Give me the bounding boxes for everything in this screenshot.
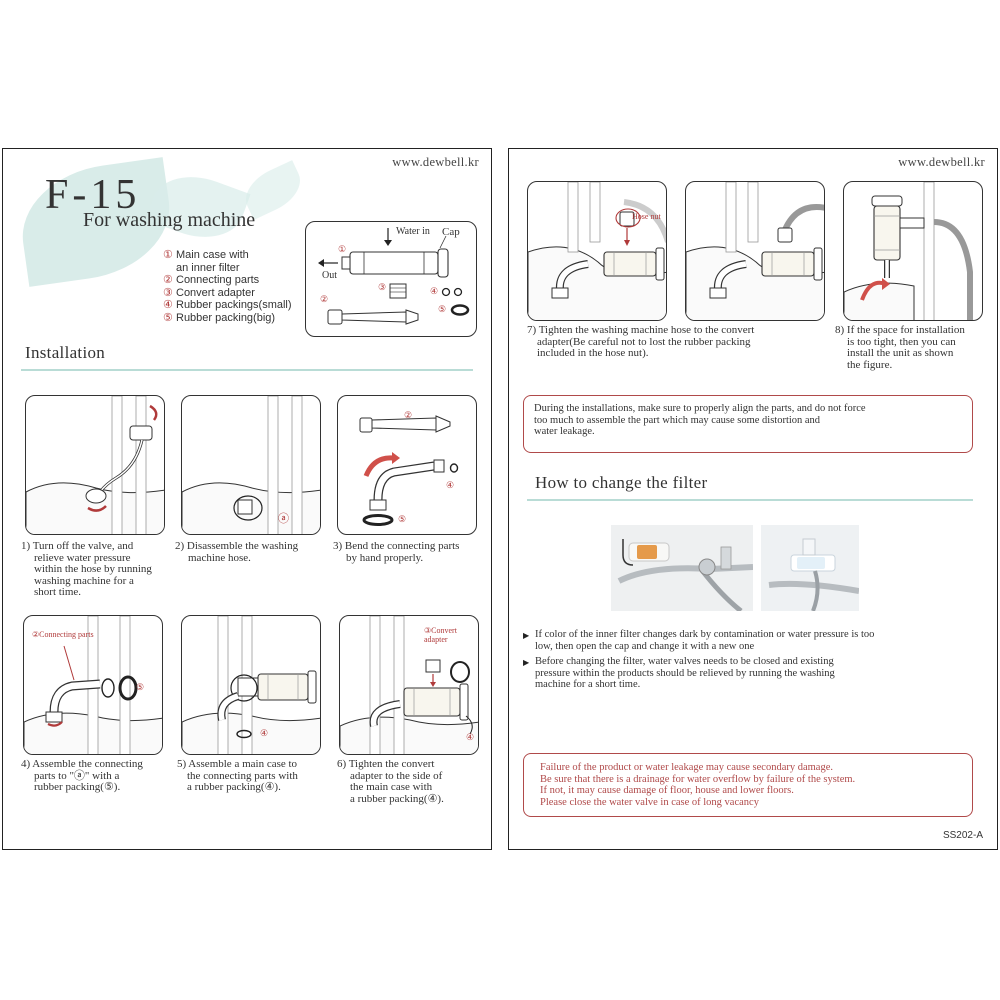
step-5-illustration: ④ bbox=[181, 615, 321, 755]
step-3-caption: 3) Bend the connecting parts by hand pro… bbox=[333, 540, 460, 564]
warning-notice: Failure of the product or water leakage … bbox=[523, 753, 973, 817]
product-code: F-15 bbox=[45, 172, 141, 218]
section-divider bbox=[21, 369, 473, 371]
water-in-label: Water in bbox=[396, 226, 430, 237]
part-number-4: ④ bbox=[446, 480, 455, 490]
step-4-illustration: ②Connecting parts ⑤ bbox=[23, 615, 163, 755]
parts-diagram-drawing bbox=[318, 228, 470, 325]
parts-diagram: Water in Cap Out ① ② ③ ④ ⑤ bbox=[305, 221, 477, 337]
part-number-5: ⑤ bbox=[398, 514, 407, 524]
part-label: Rubber packings(small) bbox=[176, 299, 292, 311]
part-number: ② bbox=[163, 274, 173, 286]
website-url[interactable]: www.dewbell.kr bbox=[392, 155, 479, 169]
part-label: Connecting parts bbox=[176, 274, 260, 286]
cap-label: Cap bbox=[442, 226, 460, 238]
part-number: ① bbox=[163, 249, 173, 261]
list-item: ▶ Before changing the filter, water valv… bbox=[523, 656, 835, 690]
step-1-illustration bbox=[25, 395, 165, 535]
step-7-illustration-a: Hose nut bbox=[527, 181, 667, 321]
part-number: ③ bbox=[163, 286, 173, 299]
part-number-5: ⑤ bbox=[136, 682, 145, 692]
bullet-arrow-icon: ▶ bbox=[523, 631, 530, 640]
step-8-illustration bbox=[843, 181, 983, 321]
bullet-arrow-icon: ▶ bbox=[523, 658, 530, 667]
part-number-3: ③ bbox=[378, 282, 387, 292]
change-filter-title: How to change the filter bbox=[535, 473, 708, 492]
step-2-illustration: ⓐ bbox=[181, 395, 321, 535]
step-2-caption: 2) Disassemble the washing machine hose. bbox=[175, 540, 299, 564]
filter-photo-closeup bbox=[761, 525, 859, 611]
list-item: ▶ If color of the inner filter changes d… bbox=[523, 629, 875, 652]
part-number-4: ④ bbox=[466, 732, 475, 742]
step-4-caption: 4) Assemble the connecting parts to "ⓐ" … bbox=[21, 758, 143, 793]
document-code: SS202-A bbox=[942, 830, 983, 841]
part-number-5: ⑤ bbox=[438, 304, 447, 314]
instruction-page-left: www.dewbell.kr F-15 For washing machine … bbox=[2, 148, 492, 850]
part-label: Rubber packing(big) bbox=[176, 311, 276, 324]
step-6-illustration: ③Convert adapter ④ bbox=[339, 615, 479, 755]
part-number-1: ① bbox=[338, 244, 347, 254]
instruction-page-right: www.dewbell.kr Hose nut bbox=[508, 148, 998, 850]
website-url[interactable]: www.dewbell.kr bbox=[898, 155, 985, 169]
step-7-illustration-b bbox=[685, 181, 825, 321]
filter-change-instructions: ▶ If color of the inner filter changes d… bbox=[523, 629, 983, 695]
hose-nut-label: Hose nut bbox=[632, 212, 661, 221]
parts-list-item: an inner filter bbox=[163, 262, 292, 275]
part-label: Convert adapter bbox=[176, 286, 255, 299]
part-label: Main case with bbox=[176, 249, 249, 261]
out-label: Out bbox=[322, 270, 337, 281]
part-number-4: ④ bbox=[260, 728, 269, 738]
part-number-2: ② bbox=[404, 410, 413, 420]
part-number-4: ④ bbox=[430, 286, 439, 296]
marker-a: ⓐ bbox=[278, 513, 289, 525]
step-3-illustration: ② ④ ⑤ bbox=[337, 395, 477, 535]
step-8-caption: 8) If the space for installation is too … bbox=[835, 324, 965, 371]
step-1-caption: 1) Turn off the valve, and relieve water… bbox=[21, 540, 152, 598]
section-divider bbox=[527, 499, 973, 501]
convert-adapter-label: ③Convert adapter bbox=[424, 626, 457, 644]
part-number: ⑤ bbox=[163, 311, 173, 324]
part-number-2: ② bbox=[320, 294, 329, 304]
part-label: an inner filter bbox=[176, 261, 240, 274]
connecting-parts-label: ②Connecting parts bbox=[32, 630, 94, 639]
product-subtitle: For washing machine bbox=[83, 209, 256, 231]
step-7-caption: 7) Tighten the washing machine hose to t… bbox=[527, 324, 755, 359]
step-5-caption: 5) Assemble a main case to the connectin… bbox=[177, 758, 298, 793]
installation-title: Installation bbox=[25, 343, 106, 362]
step-6-caption: 6) Tighten the convert adapter to the si… bbox=[337, 758, 444, 805]
part-number: ④ bbox=[163, 299, 173, 311]
installation-notice: During the installations, make sure to p… bbox=[523, 395, 973, 453]
filter-photo-installed bbox=[611, 525, 753, 611]
